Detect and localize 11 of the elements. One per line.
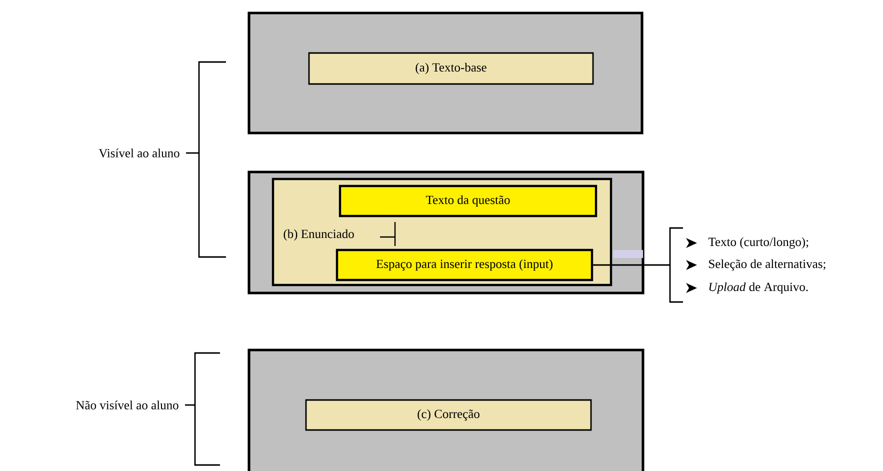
text-box: (a) Texto-base [308, 52, 594, 85]
bracket-label: Visível ao aluno [98, 148, 199, 158]
option-list: Texto (curto/longo); Seleção de alternativas; Upload de Arquivo. [669, 227, 826, 303]
node-label: Seleção de alternativas; [709, 259, 826, 271]
text-box: (c) Correção [305, 399, 592, 431]
connector [593, 264, 670, 266]
node-label: Upload de Arquivo. [709, 282, 808, 294]
node-label: Texto (curto/longo); [708, 237, 808, 249]
input-box: Espaço para inserir resposta (input) [336, 248, 594, 282]
text-box: Texto da questão [338, 184, 598, 218]
bracket-label: Não visível ao aluno [76, 400, 195, 410]
